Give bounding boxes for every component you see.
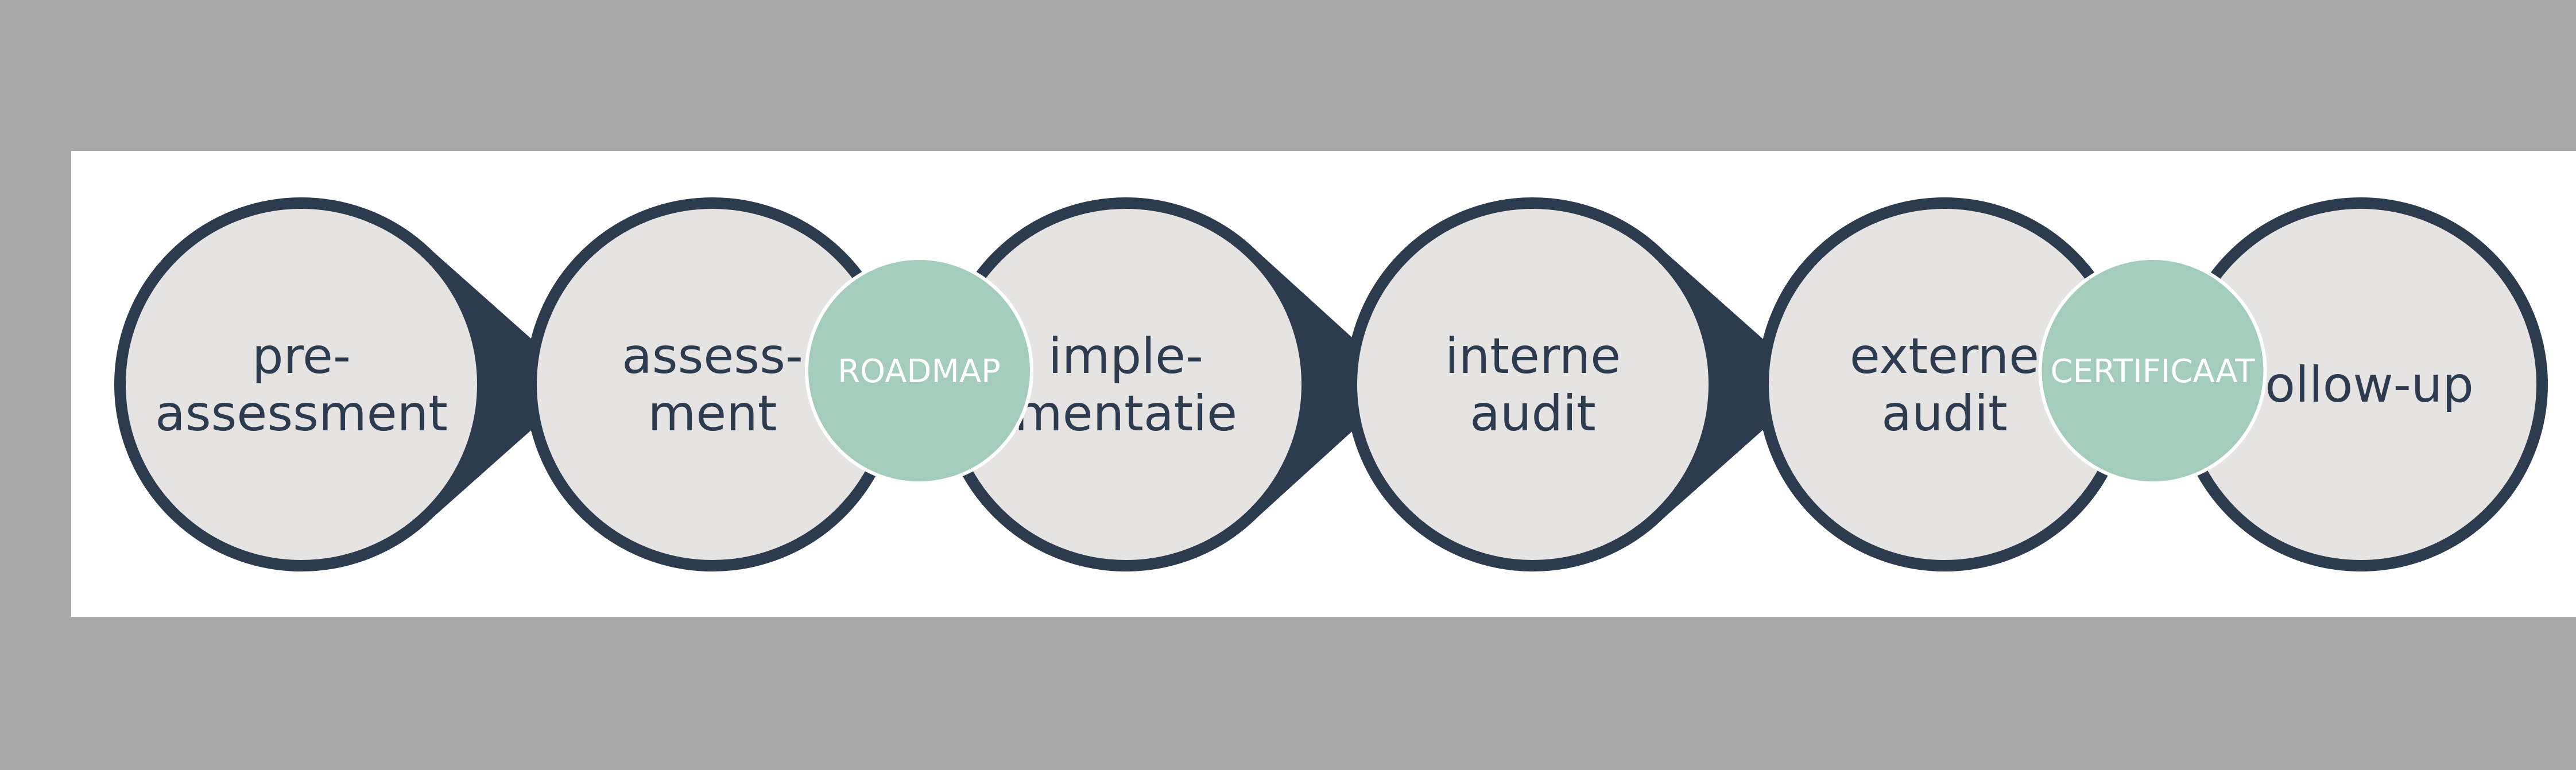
milestone-2: CERTIFICAAT [2038, 256, 2267, 485]
step-label: mentatie [1014, 385, 1237, 442]
step-label: follow-up [2248, 356, 2474, 414]
diagram-layer: pre-assessmentassess-mentimple-mentatiei… [114, 197, 2548, 571]
step-label: pre- [252, 328, 351, 385]
step-circle [1346, 197, 1720, 571]
milestone-badge [805, 256, 1033, 485]
step-label: interne [1445, 328, 1621, 385]
step-1: pre-assessment [114, 197, 489, 571]
milestone-label: CERTIFICAAT [2051, 353, 2256, 390]
step-label: audit [1881, 385, 2007, 442]
milestone-1: ROADMAP [805, 256, 1033, 485]
step-label: externe [1850, 328, 2039, 385]
step-label: assessment [155, 385, 448, 442]
step-label: imple- [1048, 328, 1203, 385]
step-label: audit [1470, 385, 1595, 442]
step-2: assess-ment [525, 197, 900, 571]
step-label: ment [648, 385, 777, 442]
milestone-badge [2038, 256, 2267, 485]
step-label: assess- [622, 328, 803, 385]
step-3: imple-mentatie [939, 197, 1313, 571]
step-6: follow-up [2174, 197, 2548, 571]
step-circle [114, 197, 489, 571]
milestone-label: ROADMAP [838, 353, 1001, 390]
